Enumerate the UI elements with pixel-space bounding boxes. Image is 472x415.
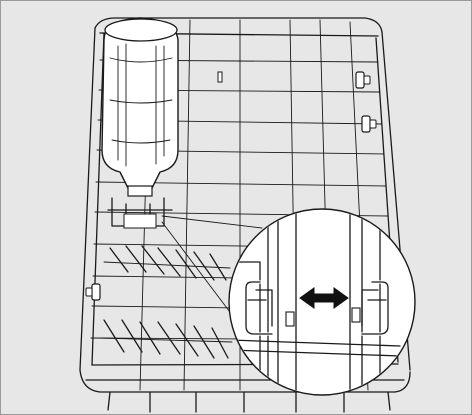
basket-side-clips	[85, 71, 377, 301]
magnified-holder-detail	[230, 210, 401, 394]
bottle-holder	[107, 197, 173, 229]
basket-feet	[107, 391, 391, 413]
basket-tines	[99, 245, 233, 359]
double-arrow-icon	[299, 287, 349, 309]
bottle-icon	[101, 17, 179, 197]
